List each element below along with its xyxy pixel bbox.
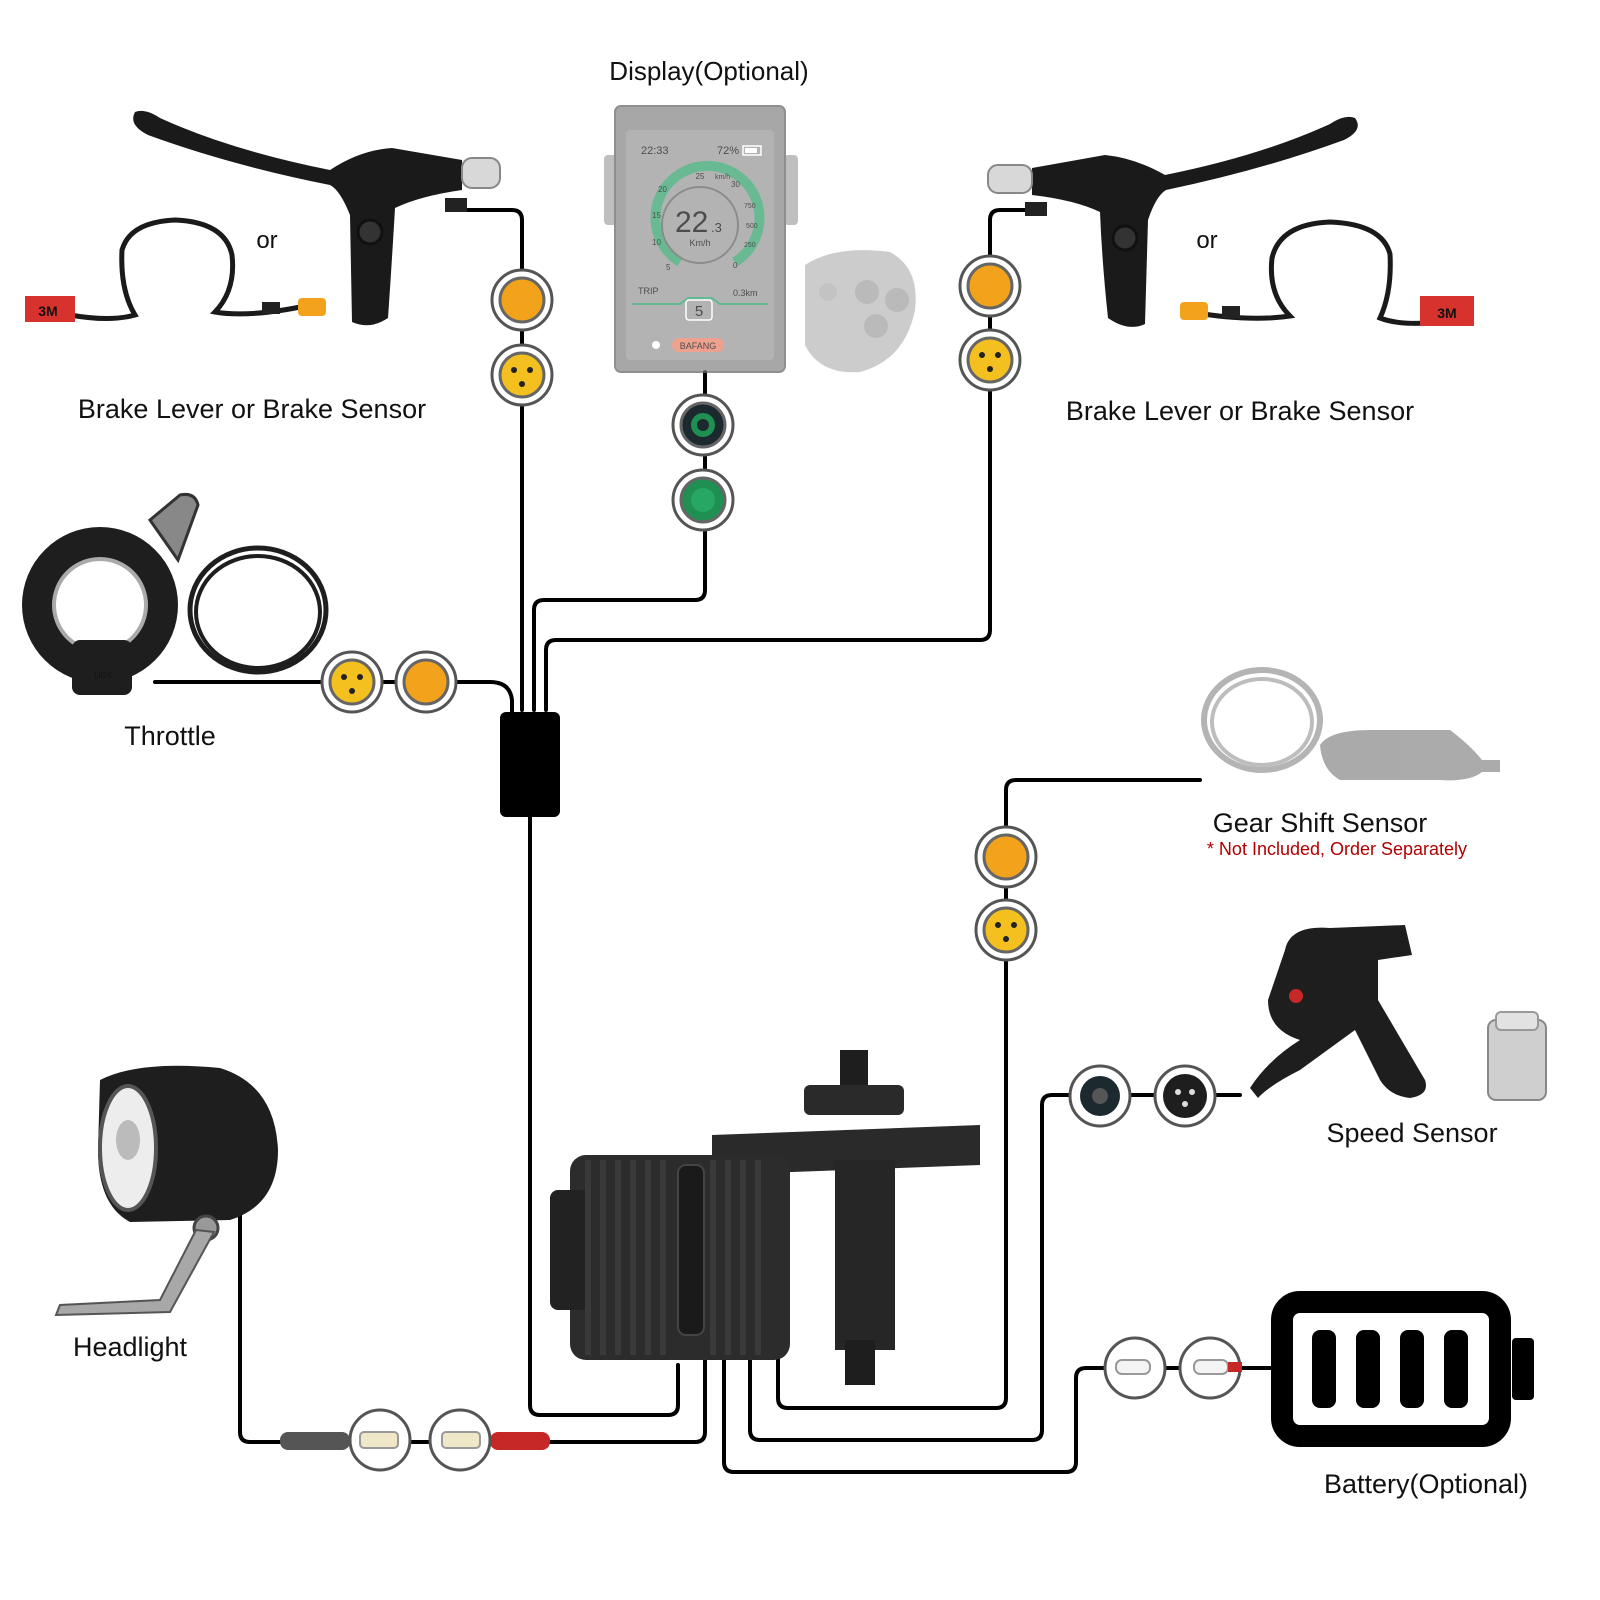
display-speed: 22 (675, 206, 708, 239)
connector-battery-male (1178, 1336, 1242, 1400)
display-assist-level: 5 (695, 303, 703, 320)
gear-shift-sensor-icon (1201, 667, 1500, 781)
display-tick-left-2: 10 (652, 238, 661, 247)
display-speed-unit: Km/h (689, 238, 710, 248)
gear-shift-note: * Not Included, Order Separately (1207, 839, 1467, 859)
magnet-icon (1487, 1011, 1547, 1101)
display-brand: BAFANG (680, 341, 717, 351)
display-tick-right-3: 250 (744, 242, 756, 249)
battery-icon (1271, 1291, 1534, 1447)
display-tick-right-4: 0 (733, 261, 738, 270)
brake-sensor-icon: 3M (1180, 219, 1474, 326)
wire-brake-left (453, 208, 524, 712)
connector-speed-sensor-female (1068, 1064, 1132, 1128)
connector-gear-shift-male (974, 898, 1038, 962)
display-trip-value: 0.3km (733, 288, 758, 298)
display-trip-label: TRIP (638, 286, 659, 296)
display-icon: 22:33 72% 25 km/h 20 15 10 5 30 750 500 … (604, 105, 798, 373)
or-right-label: or (1196, 227, 1217, 254)
connector-headlight-male (428, 1408, 492, 1472)
wire-throttle (153, 680, 514, 714)
brake-sensor-brand: 3M (38, 303, 57, 319)
motor-icon (550, 1050, 980, 1385)
display-tick-right-0: 30 (731, 180, 740, 189)
throttle-brand: LIDX (94, 671, 112, 680)
remote-icon (805, 250, 916, 373)
brake-left-label: Brake Lever or Brake Sensor (78, 394, 426, 424)
display-label: Display(Optional) (609, 56, 808, 86)
display-speed-decimal: .3 (711, 220, 722, 235)
connector-speed-sensor-male (1153, 1064, 1217, 1128)
display-battery: 72% (717, 145, 739, 157)
gear-shift-label: Gear Shift Sensor (1213, 808, 1428, 838)
wire-gear-shift (776, 778, 1202, 1410)
connector-throttle-male (320, 650, 384, 714)
wire-battery (722, 1348, 1272, 1474)
connector-display-female (671, 393, 735, 457)
brake-sensor-brand: 3M (1437, 305, 1456, 321)
brake-lever-icon (133, 110, 501, 326)
connector-brake-right-female (958, 254, 1022, 318)
display-tick-right-1: 750 (744, 203, 756, 210)
display-tick-left-0: 20 (658, 185, 667, 194)
throttle-label: Throttle (124, 721, 216, 751)
battery-label: Battery(Optional) (1324, 1469, 1528, 1499)
display-tick-left-3: 5 (666, 263, 671, 272)
or-left-label: or (256, 227, 277, 254)
wire-hub-motor (528, 810, 680, 1417)
display-tick-right-2: 500 (746, 223, 758, 230)
connector-brake-left-male (490, 343, 554, 407)
display-scale-top: 25 (696, 172, 705, 181)
connector-gear-shift-female (974, 825, 1038, 889)
throttle-icon: LIDX (22, 493, 329, 695)
wire-brake-right (544, 208, 1037, 712)
harness-hub-icon (500, 712, 560, 817)
connector-brake-left-female (490, 268, 554, 332)
wire-display (532, 370, 707, 712)
battery-connectors (1103, 1336, 1242, 1400)
brake-right-label: Brake Lever or Brake Sensor (1066, 396, 1414, 426)
connector-brake-right-male (958, 328, 1022, 392)
speed-sensor-icon (1250, 925, 1426, 1098)
headlight-icon (54, 1065, 278, 1317)
display-time: 22:33 (641, 145, 669, 157)
connector-throttle-female (394, 650, 458, 714)
brake-sensor-icon: 3M (25, 217, 326, 322)
speed-sensor-label: Speed Sensor (1326, 1118, 1497, 1148)
display-scale-unit: km/h (715, 174, 730, 181)
display-tick-left-1: 15 (652, 211, 661, 220)
headlight-label: Headlight (73, 1332, 188, 1362)
connector-display-male (671, 468, 735, 532)
connector-headlight-female (348, 1408, 412, 1472)
brake-lever-icon (987, 116, 1358, 327)
connector-battery-female (1103, 1336, 1167, 1400)
wire-speed-sensor (748, 1093, 1242, 1442)
